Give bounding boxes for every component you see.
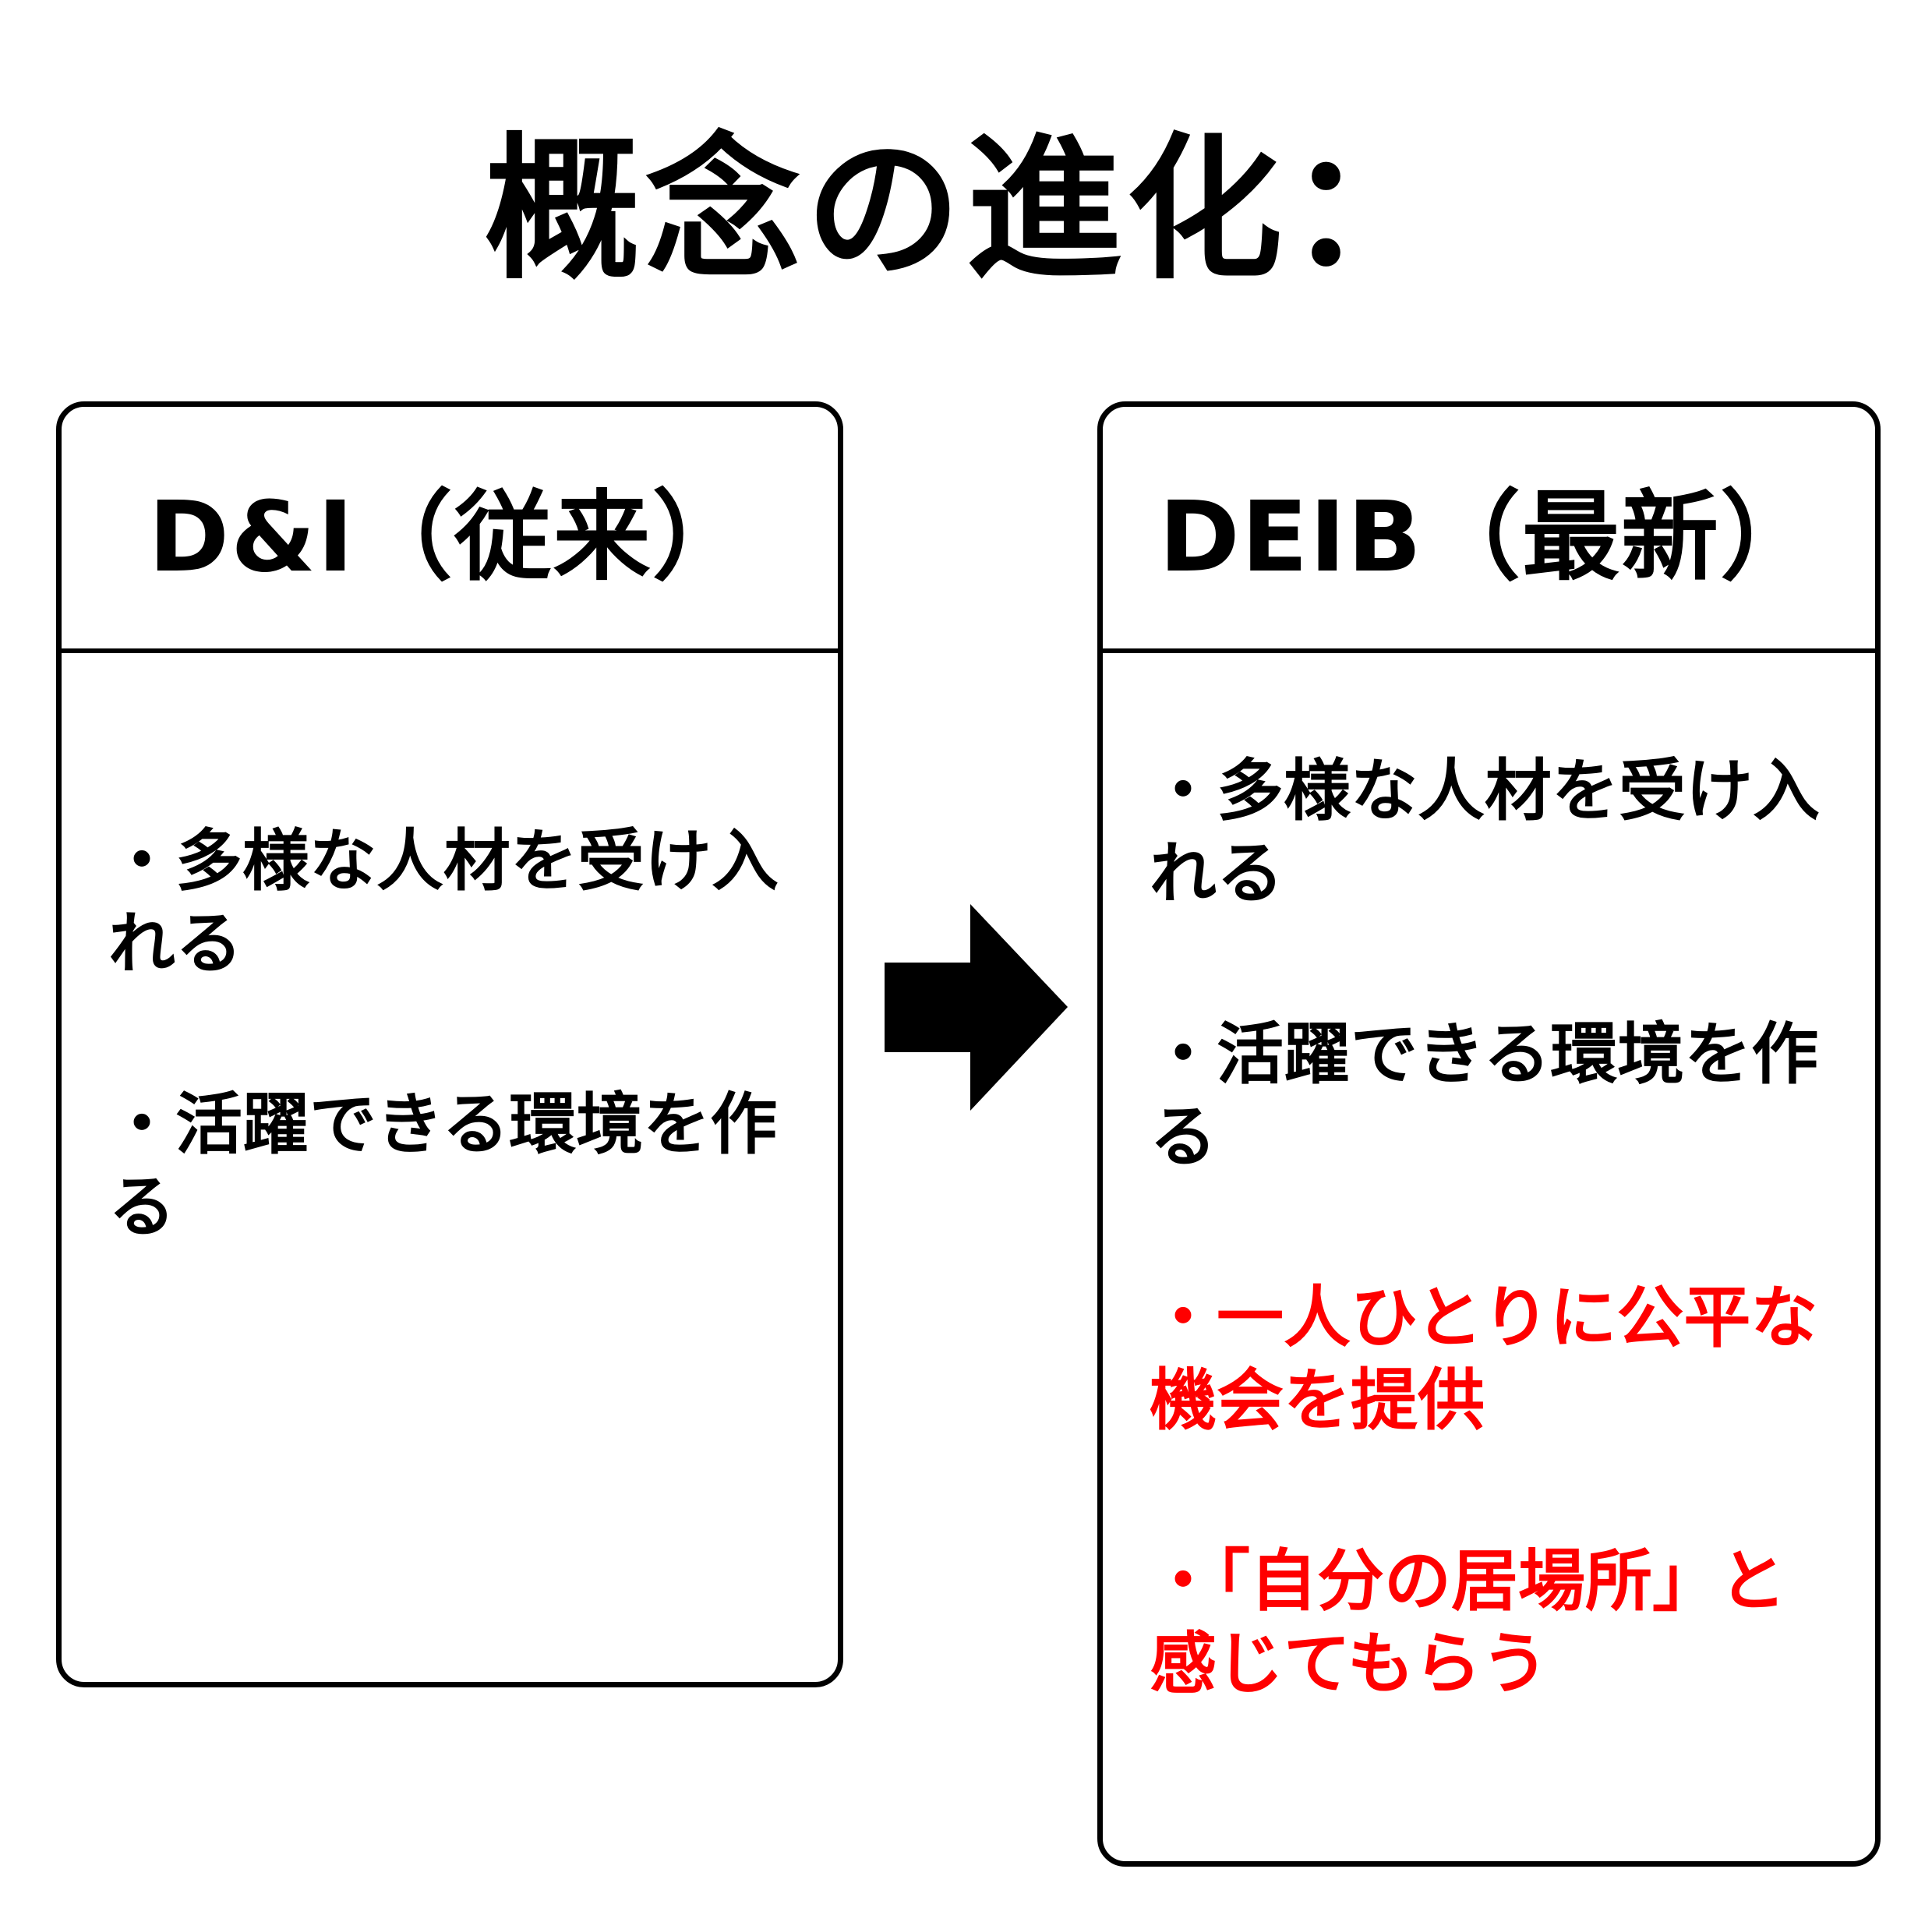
panel-dni-body: ・多様な人材を受け入れる ・活躍できる環境を作る (108, 820, 807, 1347)
list-item-highlight: ・「自分の居場所」と感じてもらう (1150, 1542, 1786, 1703)
list-item-highlight: ・一人ひとりに公平な機会を提供 (1150, 1279, 1818, 1440)
list-item: ・多様な人材を受け入れる (108, 822, 779, 983)
panel-deib-body: ・多様な人材を受け入れる ・活躍できる環境を作る ・一人ひとりに公平な機会を提供… (1150, 750, 1844, 1804)
list-item: ・活躍できる環境を作る (108, 1086, 778, 1246)
right-arrow-icon (885, 904, 1068, 1111)
panel-dni: D&I（従来） ・多様な人材を受け入れる ・活躍できる環境を作る (56, 401, 843, 1687)
page-title: 概念の進化： (484, 119, 1448, 301)
panel-deib-header: DEIB（最新） (1103, 407, 1875, 653)
panel-deib: DEIB（最新） ・多様な人材を受け入れる ・活躍できる環境を作る ・一人ひとり… (1097, 401, 1881, 1867)
list-item: ・多様な人材を受け入れる (1150, 752, 1820, 913)
panel-dni-header: D&I（従来） (62, 407, 838, 653)
list-item: ・活躍できる環境を作る (1150, 1016, 1819, 1176)
